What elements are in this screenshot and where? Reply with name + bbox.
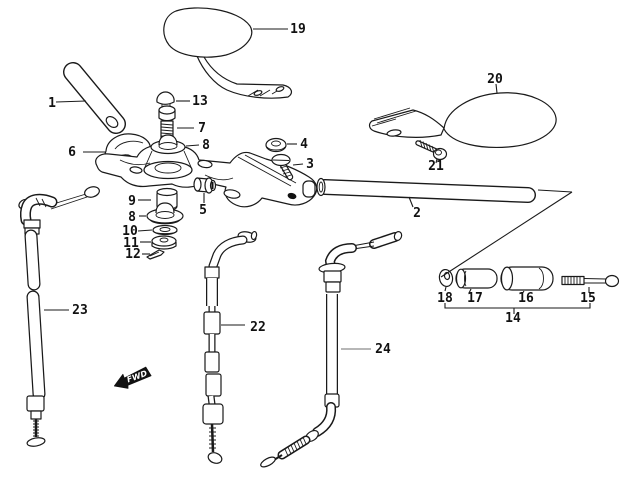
cable-23-lever-end: [18, 186, 100, 235]
leader-lines: [44, 28, 591, 350]
cap-13: [156, 91, 175, 109]
bolt-15: [561, 274, 620, 288]
callout-15: 15: [580, 291, 596, 306]
mirror-20: [368, 92, 557, 149]
callout-5: 5: [199, 203, 207, 218]
callout-23: 23: [72, 303, 88, 318]
callout-4: 4: [300, 137, 308, 152]
cable-22: [202, 230, 258, 464]
ring-18: [438, 268, 454, 288]
cup-washer-8-upper: [150, 134, 186, 155]
nut-11: [151, 235, 177, 250]
callout-21: 21: [428, 159, 444, 174]
cable-24: [260, 231, 403, 468]
screw-3: [271, 153, 294, 181]
clip-12: [146, 249, 165, 260]
callout-8-upper: 8: [202, 138, 210, 153]
callout-10: 10: [122, 224, 138, 239]
handlebar-bracket: [95, 144, 318, 208]
fwd-arrow-icon: [113, 366, 152, 389]
callout-19: 19: [290, 22, 306, 37]
washer-10: [152, 224, 178, 236]
callout-17: 17: [467, 291, 483, 306]
callout-18: 18: [437, 291, 453, 306]
callout-24: 24: [375, 342, 391, 357]
handlebar-tube-1: [63, 62, 126, 134]
nut-4: [265, 137, 287, 153]
callout-11: 11: [123, 236, 139, 251]
cup-washer-8-lower: [146, 202, 184, 225]
grip-16: [500, 266, 554, 291]
mirror-19: [163, 7, 293, 99]
callout-2: 2: [413, 206, 421, 221]
cable-23: [24, 229, 46, 447]
callout-3: 3: [306, 157, 314, 172]
collar-17: [455, 268, 498, 289]
pin-5: [193, 177, 217, 194]
callout-8-lower: 8: [128, 210, 136, 225]
handlebar-tube-2: [316, 177, 536, 203]
callout-6: 6: [68, 145, 76, 160]
callout-13: 13: [192, 94, 208, 109]
callout-16: 16: [518, 291, 534, 306]
callout-7: 7: [198, 121, 206, 136]
fwd-arrow-label: FWD: [126, 369, 149, 385]
callout-9: 9: [128, 194, 136, 209]
callout-14: 14: [505, 311, 521, 326]
callout-12: 12: [125, 247, 141, 262]
fwd-direction-marker: FWD: [113, 366, 152, 389]
callout-22: 22: [250, 320, 266, 335]
callout-1: 1: [48, 96, 56, 111]
callout-labels: 1 2 3 4 5 6 7 8 8 9 10 11 12 13 14 15 16…: [48, 22, 596, 357]
bolt-21: [415, 139, 448, 161]
callout-20: 20: [487, 72, 503, 87]
